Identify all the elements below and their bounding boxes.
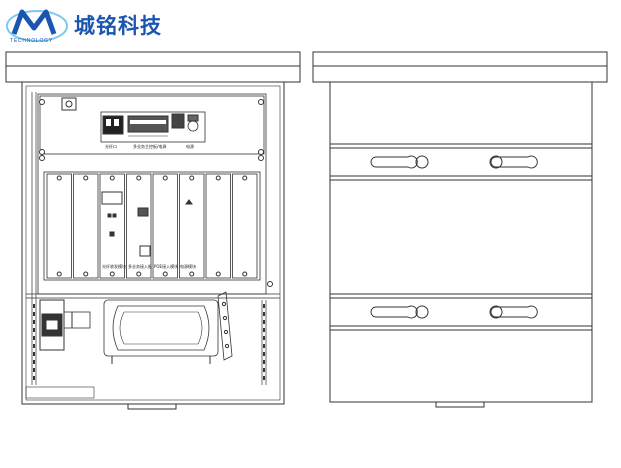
card-screw (83, 271, 89, 277)
side-view (312, 51, 608, 408)
fiber-splice-tray (103, 299, 219, 364)
card-screw (189, 271, 195, 277)
top-unit: 光纤口 多业务主控板/电源 电源 (39, 95, 265, 155)
card-slot (152, 173, 178, 279)
cable-holder (217, 291, 233, 361)
mounting-bracket-upper (330, 143, 592, 181)
card-screw (109, 175, 115, 181)
front-view: 光纤口 多业务主控板/电源 电源 光纤收发模块 多业务接入板 POE接入模块 电… (5, 51, 301, 410)
card-screw (242, 175, 248, 181)
card-slot (73, 173, 99, 279)
logo-mark-icon (6, 9, 68, 42)
card-screw (109, 271, 115, 277)
rail-slot (33, 320, 35, 324)
rail-slot (263, 344, 265, 348)
rail-slot (263, 320, 265, 324)
card-screw (215, 175, 221, 181)
rail-slot (263, 312, 265, 316)
card-screw (189, 175, 195, 181)
rail-slot (33, 360, 35, 364)
card-screw (215, 271, 221, 277)
card-screw (56, 175, 62, 181)
card-slot (99, 173, 125, 279)
card-screw (56, 271, 62, 277)
card-label-1: 光纤收发模块 (102, 263, 126, 269)
rail-slot (33, 344, 35, 348)
side-roof (312, 51, 608, 83)
front-roof (5, 51, 301, 83)
top-label-main: 多业务主控板/电源 (133, 143, 166, 149)
rail-slot (263, 328, 265, 332)
panel-screws (39, 99, 264, 161)
power-switch (61, 97, 77, 111)
card-label-4: 电源模块 (180, 263, 196, 269)
card-cage: 光纤收发模块 多业务接入板 POE接入模块 电源模块 (43, 171, 261, 281)
side-base (435, 401, 485, 408)
rail-slot (33, 368, 35, 372)
rail-slot (263, 368, 265, 372)
rail-slot (33, 352, 35, 356)
rail-slot (263, 360, 265, 364)
rail-slot (263, 304, 265, 308)
card-screw (83, 175, 89, 181)
breaker-module (39, 299, 91, 351)
rail-slot (263, 336, 265, 340)
card-label-2: 多业务接入板 (128, 263, 152, 269)
door-latch (267, 281, 273, 287)
card-slot (205, 173, 231, 279)
card-label-3: POE接入模块 (154, 263, 178, 269)
card-screw (242, 271, 248, 277)
card-screw (162, 175, 168, 181)
rail-slot (263, 352, 265, 356)
top-label-fiber: 光纤口 (105, 143, 117, 149)
rail-slot (33, 376, 35, 380)
mounting-bracket-lower (330, 293, 592, 331)
card-slot (232, 173, 258, 279)
card-screw (162, 271, 168, 277)
card-slot (46, 173, 72, 279)
card-slot (179, 173, 205, 279)
card-screw (136, 271, 142, 277)
rail-slots (33, 304, 265, 380)
card-screw (136, 175, 142, 181)
rail-slot (33, 304, 35, 308)
rail-slot (33, 312, 35, 316)
rail-slot (33, 328, 35, 332)
side-cabinet-body (329, 81, 593, 403)
top-label-power: 电源 (186, 143, 194, 149)
rail-slot (263, 376, 265, 380)
rail-slot (33, 336, 35, 340)
logo-tagline: TECHNOLOGY (10, 38, 54, 44)
front-base (127, 403, 177, 410)
company-name: 城铭科技 (74, 14, 162, 38)
card-slot (126, 173, 152, 279)
company-logo: TECHNOLOGY 城铭科技 (4, 4, 184, 48)
